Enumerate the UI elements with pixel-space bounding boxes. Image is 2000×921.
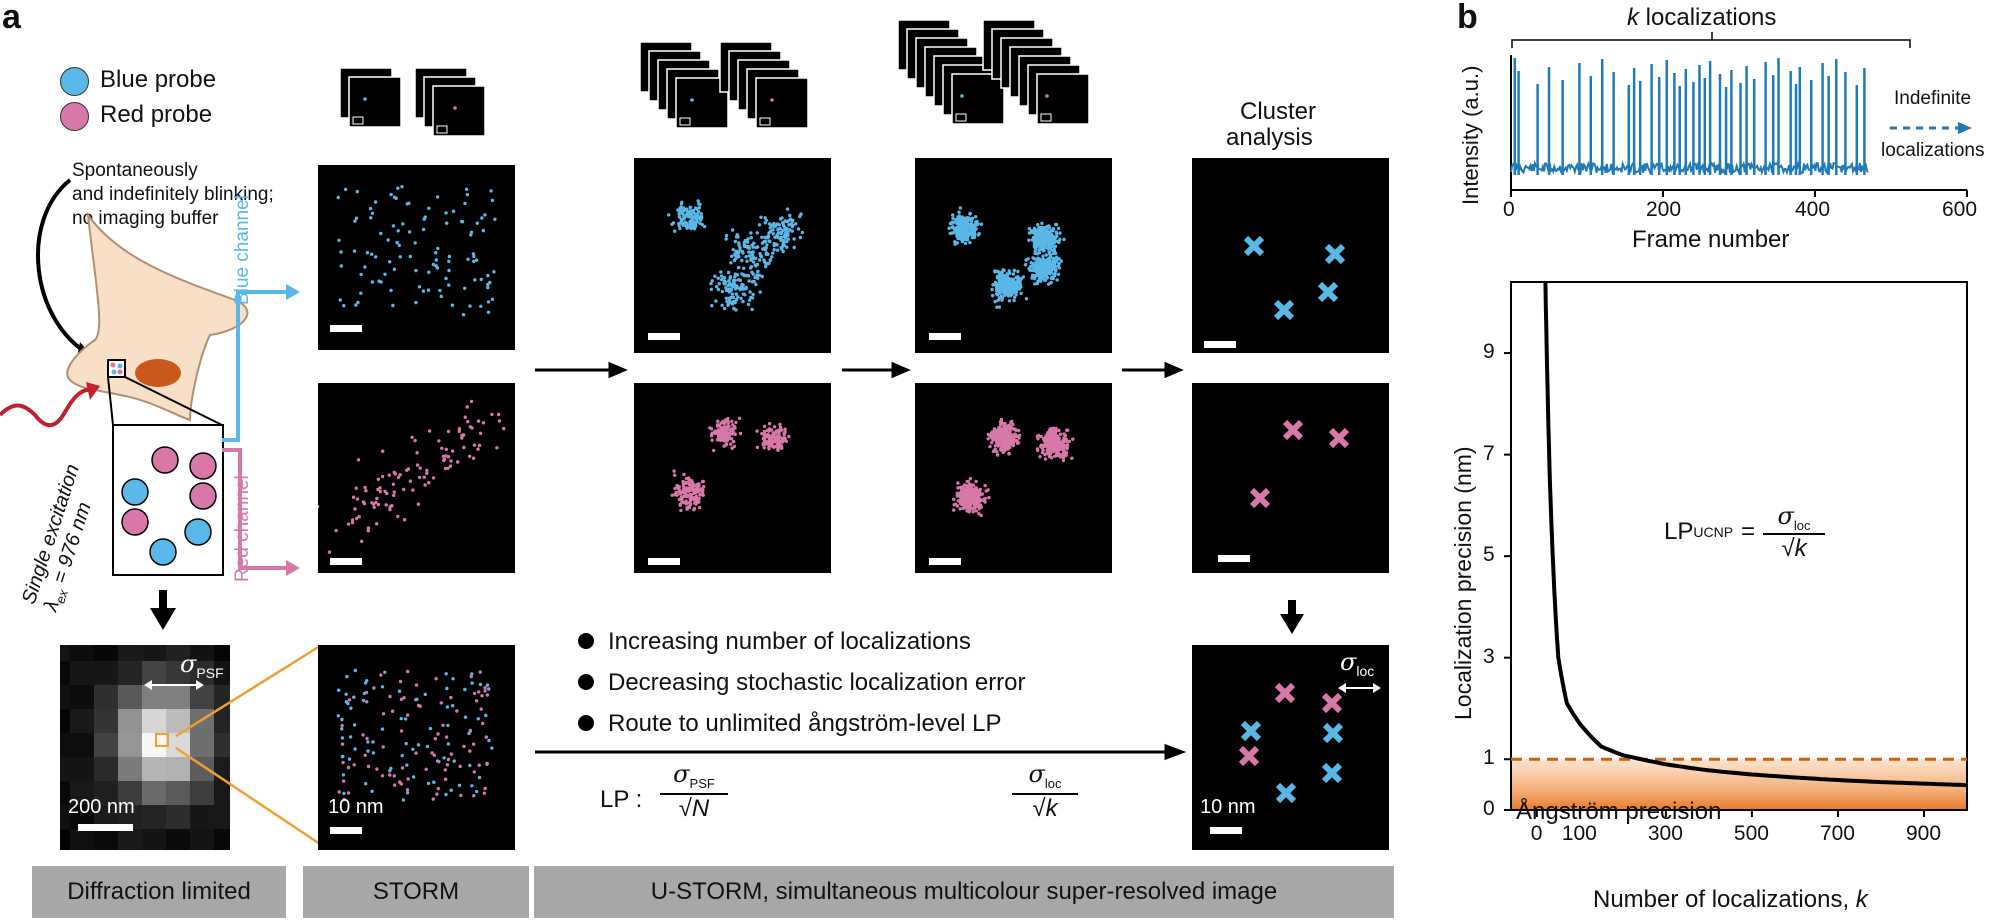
red-probe-dot xyxy=(60,102,89,131)
cell-illustration xyxy=(0,178,300,630)
storm-blue-image xyxy=(318,165,515,350)
top-xtick-200: 200 xyxy=(1646,198,1682,221)
bullet-item: Route to unlimited ångström-level LP xyxy=(578,710,1026,738)
blink-note-3: no imaging buffer xyxy=(72,208,219,229)
angstrom-label: Ångström precision xyxy=(1516,798,1722,825)
lp-ytick: 5 xyxy=(1483,543,1495,567)
zoom-lines-psf xyxy=(175,644,321,846)
lp-ytick: 0 xyxy=(1483,797,1495,820)
lp-xtick: 300 xyxy=(1647,822,1683,845)
indefinite-label-2: localizations xyxy=(1881,140,1985,161)
cluster-analysis-line2: analysis xyxy=(1226,124,1313,151)
intensity-ylabel: Intensity (a.u.) xyxy=(1458,65,1483,205)
top-xlabel: Frame number xyxy=(1632,226,1790,253)
lp-xtick: 900 xyxy=(1905,822,1942,845)
blue-probe-dot xyxy=(60,67,89,96)
process-arrows xyxy=(535,361,1304,761)
formula-psf: σPSF √N xyxy=(660,760,728,823)
psf-image xyxy=(60,645,230,850)
final-image xyxy=(1192,645,1389,850)
lp-ytick: 7 xyxy=(1483,441,1495,465)
blue-probe-label: Blue probe xyxy=(100,66,217,93)
sigma-psf-label: σPSF xyxy=(180,650,224,681)
cluster-blue-image xyxy=(1192,158,1389,353)
ustorm1-red-image xyxy=(634,383,831,573)
label-storm: STORM xyxy=(303,866,529,918)
lp-ytick: 1 xyxy=(1483,746,1495,770)
frame-stack-2 xyxy=(640,42,809,129)
ustorm2-blue-image xyxy=(915,158,1112,353)
lp-ytick: 9 xyxy=(1483,340,1495,364)
lp-chart xyxy=(1504,281,1968,817)
cluster-red-image xyxy=(1192,383,1389,573)
panel-a-letter: a xyxy=(2,0,21,36)
lp-xtick: 700 xyxy=(1819,822,1855,845)
storm-red-image xyxy=(304,383,515,573)
frame-stack-1 xyxy=(340,68,486,137)
indefinite-label-1: Indefinite xyxy=(1894,88,1972,109)
lp-ylabel: Localization precision (nm) xyxy=(1450,446,1476,720)
scale-200-label: 200 nm xyxy=(68,796,135,818)
top-xtick-0: 0 xyxy=(1503,198,1515,221)
scale-10-label-final: 10 nm xyxy=(1200,796,1256,818)
cluster-analysis-line1: Cluster xyxy=(1240,98,1317,125)
blink-note-2: and indefinitely blinking; xyxy=(72,184,274,205)
ustorm2-red-image xyxy=(915,383,1112,573)
lp-xlabel: Number of localizations, k xyxy=(1593,886,1868,913)
red-probe-label: Red probe xyxy=(100,101,213,128)
scale-bar-200 xyxy=(78,824,133,831)
top-xtick-400: 400 xyxy=(1795,198,1831,221)
lp-xtick: 0 xyxy=(1530,822,1543,845)
bullet-item: Decreasing stochastic localization error xyxy=(578,669,1026,697)
label-ustorm: U-STORM, simultaneous multicolour super-… xyxy=(534,866,1394,918)
storm-combined-image xyxy=(318,645,515,850)
lp-prefix: LP : xyxy=(600,786,643,813)
blink-note-1: Spontaneously xyxy=(72,160,198,181)
lp-xtick: 100 xyxy=(1561,822,1597,845)
frame-stack-3 xyxy=(898,20,1090,125)
lp-ytick: 3 xyxy=(1483,644,1495,668)
bullet-list: Increasing number of localizations Decre… xyxy=(578,628,1026,738)
sigma-loc-label: σloc xyxy=(1340,648,1375,679)
ustorm1-blue-image xyxy=(634,158,831,353)
formula-loc: σloc √k xyxy=(1012,760,1078,823)
scale-10-label-storm: 10 nm xyxy=(328,796,384,818)
intensity-trace-chart xyxy=(1510,32,1972,197)
top-xtick-600: 600 xyxy=(1942,198,1978,221)
label-diffraction-limited: Diffraction limited xyxy=(32,866,286,918)
lp-xtick: 500 xyxy=(1733,822,1769,845)
panel-b-letter: b xyxy=(1457,0,1478,36)
bullet-item: Increasing number of localizations xyxy=(578,628,1026,656)
k-localizations-header: k localizations xyxy=(1627,4,1777,31)
